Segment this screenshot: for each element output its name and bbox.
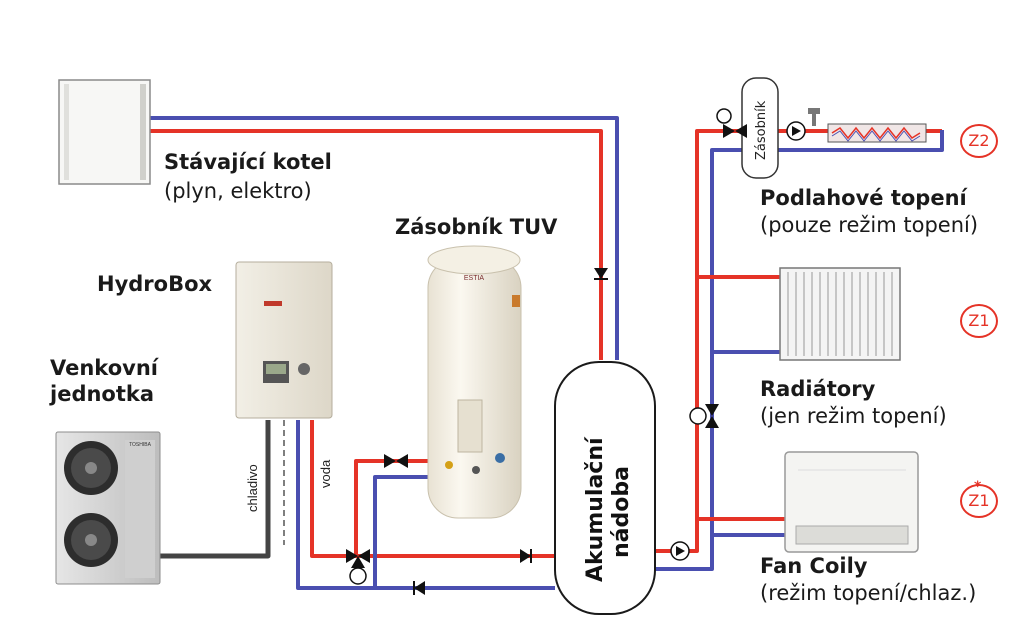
outdoor-unit-label-line1: Venkovní — [50, 356, 158, 380]
tank-brand-logo: ESTIA — [464, 275, 485, 282]
check-valve-return — [413, 581, 425, 595]
unit-brand-logo: TOSHIBA — [129, 442, 152, 448]
hydrobox-unit — [235, 261, 333, 419]
boiler-supply-pipe — [150, 129, 603, 360]
hydrobox-supply-pipe — [310, 420, 555, 558]
pump-floor — [786, 121, 806, 141]
hydrobox-label: HydroBox — [97, 272, 213, 296]
hydrobox-return-pipe — [296, 420, 555, 590]
zone-badge-z2: Z2 — [960, 124, 998, 158]
check-valve-boiler-return — [594, 268, 608, 280]
buffer-label-line1: Akumulační — [583, 436, 608, 582]
dhw-tank-label: Zásobník TUV — [395, 215, 558, 239]
fan-coil — [784, 451, 919, 553]
zone-badge-z1: Z1 — [960, 304, 998, 338]
refrigerant-label: chladivo — [245, 464, 260, 512]
small-tank-label: Zásobník — [754, 100, 769, 160]
outdoor-unit — [55, 431, 161, 585]
floor-heating-loop — [808, 108, 927, 143]
boiler-return-pipe — [150, 116, 619, 360]
zone-badge-z1-star: * Z1 — [960, 479, 998, 518]
radiators-title: Radiátory — [760, 377, 876, 401]
radiators-subtitle: (jen režim topení) — [760, 404, 947, 428]
motorized-valve-radiator — [689, 404, 719, 428]
pump-distribution — [670, 541, 690, 561]
buffer-label-line2: nádoba — [609, 466, 634, 558]
radiator — [779, 267, 901, 361]
three-way-valve-hydrobox — [346, 549, 370, 585]
zone-z1-star-label: Z1 — [968, 491, 990, 510]
zone-star-mark: * — [974, 479, 982, 495]
dhw-tank — [427, 245, 522, 519]
floor-return-pipe — [778, 130, 944, 152]
floor-heating-title: Podlahové topení — [760, 186, 967, 210]
existing-boiler — [58, 79, 151, 185]
water-label: voda — [318, 459, 333, 488]
fancoil-subtitle: (režim topení/chlaz.) — [760, 581, 977, 605]
buffer-vessel — [554, 361, 656, 615]
floor-heating-subtitle: (pouze režim topení) — [760, 213, 979, 237]
check-valve-buffer-supply — [520, 549, 532, 563]
fancoil-title: Fan Coily — [760, 554, 868, 578]
existing-boiler-subtitle: (plyn, elektro) — [164, 179, 312, 203]
distribution-return-pipe — [655, 148, 742, 571]
existing-boiler-title: Stávající kotel — [164, 150, 332, 174]
dhw-return-pipe — [373, 475, 430, 588]
distribution-supply-pipe — [655, 129, 742, 553]
outdoor-unit-label-line2: jednotka — [50, 382, 155, 406]
refrigerant-pipe — [158, 420, 271, 559]
motorized-valve-floor — [716, 108, 747, 138]
two-way-valve-dhw — [384, 454, 408, 468]
